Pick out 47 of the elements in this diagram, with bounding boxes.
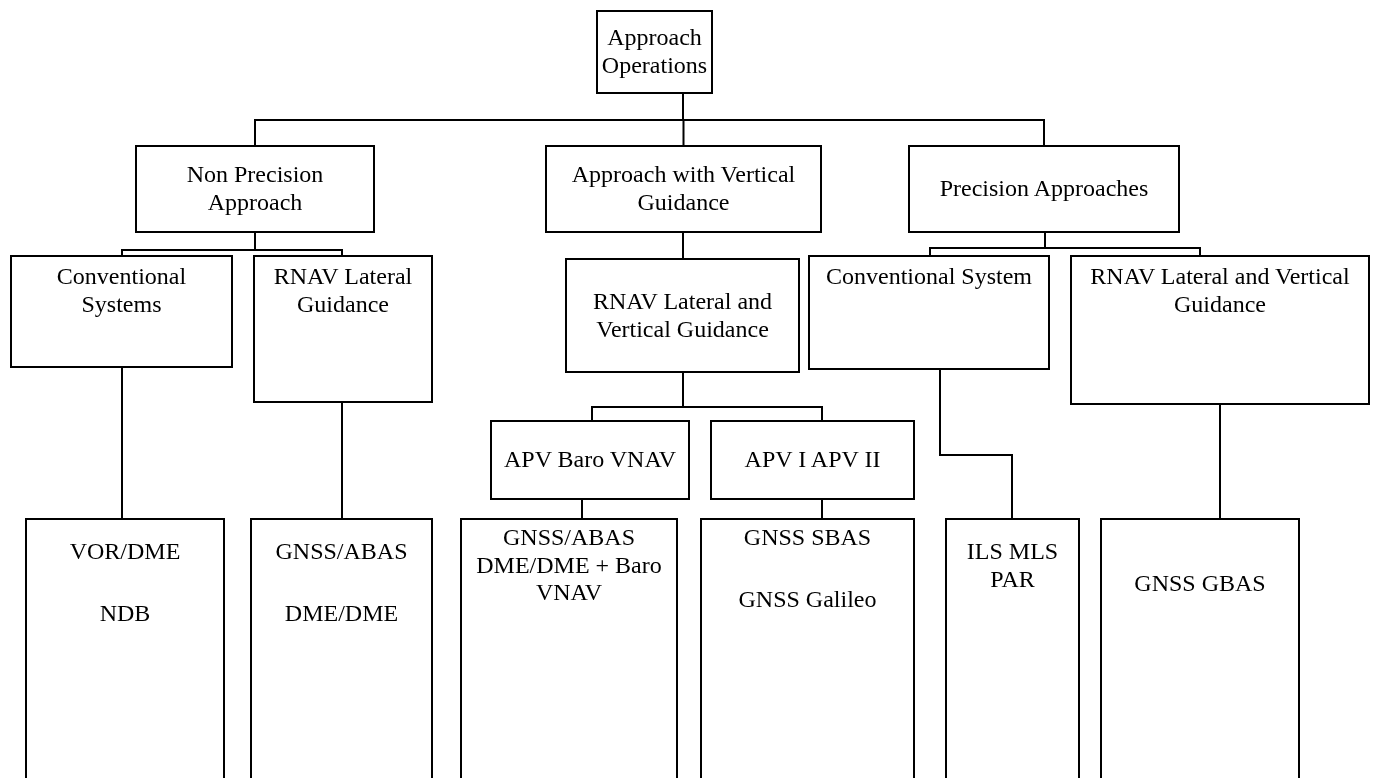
box-label: RNAV Lateral Guidance <box>272 263 414 319</box>
connector-line <box>581 499 583 519</box>
box-label: DME/DME <box>284 599 399 628</box>
box-label: GNSS GBAS <box>1134 570 1266 598</box>
box-label: APV Baro VNAV <box>504 446 676 474</box>
category-box <box>908 145 1180 233</box>
box-label: Conventional Systems <box>55 263 188 319</box>
category-box <box>135 145 375 233</box>
connector-line <box>939 369 1013 519</box>
category-box <box>25 518 225 778</box>
box-label: ILS MLS PAR <box>965 538 1060 594</box>
box-label: RNAV Lateral and Vertical Guidance <box>591 287 774 344</box>
box-label: NDB <box>99 599 151 628</box>
box-label: GNSS Galileo <box>738 585 877 614</box>
connector-line <box>341 402 343 519</box>
box-label: VOR/DME <box>69 538 181 566</box>
category-box <box>1070 255 1370 405</box>
box-label: GNSS SBAS <box>743 524 872 552</box>
category-box <box>565 258 800 373</box>
category-box <box>710 420 915 500</box>
category-box <box>10 255 233 368</box>
category-box <box>253 255 433 403</box>
box-label: Precision Approaches <box>939 175 1149 203</box>
box-label: GNSS/ABAS DME/DME + Baro VNAV <box>475 524 663 607</box>
connector-line <box>1044 232 1201 256</box>
category-box <box>596 10 713 94</box>
connector-line <box>121 367 123 519</box>
box-label: APV I APV II <box>744 446 881 474</box>
connector-line <box>682 232 684 259</box>
category-box <box>945 518 1080 778</box>
box-label: Approach with Vertical Guidance <box>570 161 797 217</box>
connector-line <box>682 372 823 421</box>
box-label: Approach Operations <box>601 24 708 80</box>
category-box <box>808 255 1050 370</box>
category-box <box>490 420 690 500</box>
box-label: GNSS/ABAS <box>275 538 408 566</box>
connector-line <box>1219 404 1221 519</box>
category-box <box>1100 518 1300 778</box>
connector-line <box>254 232 343 256</box>
box-label: RNAV Lateral and Vertical Guidance <box>1089 263 1351 319</box>
box-label: Conventional System <box>826 263 1032 291</box>
category-box <box>545 145 822 233</box>
category-box <box>700 518 915 778</box>
category-box <box>250 518 433 778</box>
box-label: Non Precision Approach <box>185 161 325 217</box>
category-box <box>460 518 678 778</box>
connector-line <box>821 499 823 519</box>
